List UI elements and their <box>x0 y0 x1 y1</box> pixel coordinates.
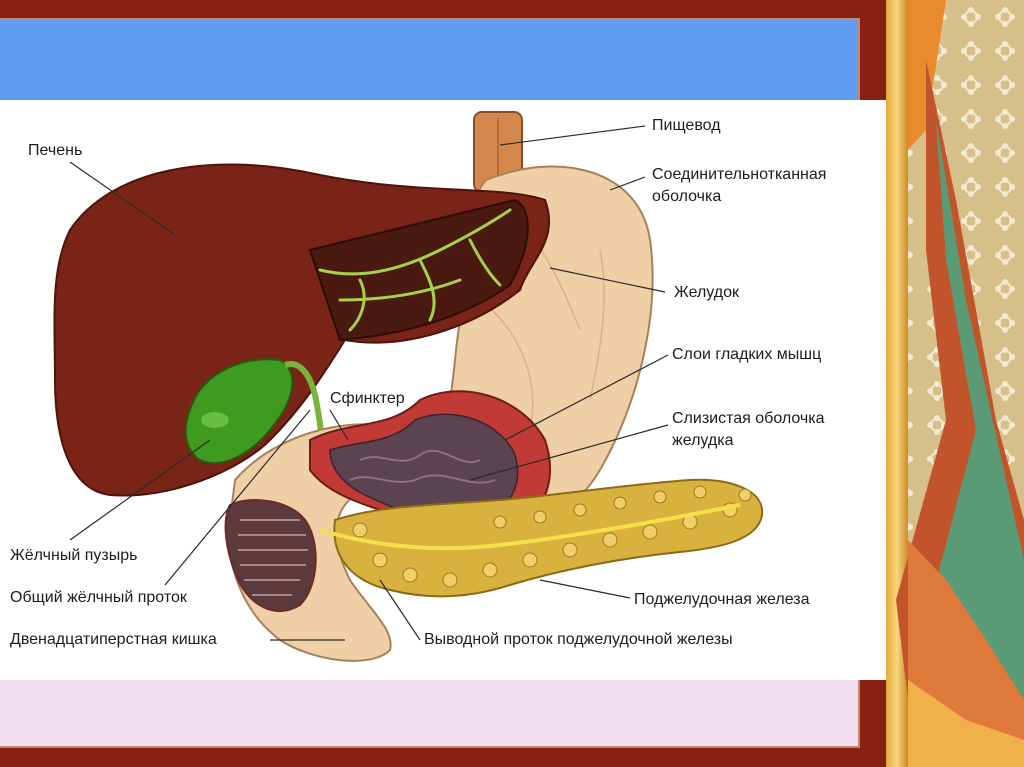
frame-line-bottom <box>0 746 860 748</box>
gallbladder-shape <box>184 358 294 465</box>
label-mucosa-1: Слизистая оболочка <box>672 410 825 427</box>
label-mucosa-2: желудка <box>672 432 734 449</box>
label-stomach: Желудок <box>674 284 739 301</box>
label-gallbladder: Жёлчный пузырь <box>10 547 138 564</box>
decorative-pattern <box>886 0 1024 767</box>
title-band <box>0 20 858 100</box>
footer-band <box>0 680 858 746</box>
label-pancreatic-duct: Выводной проток поджелудочной железы <box>424 631 733 648</box>
label-smooth-muscle: Слои гладких мышц <box>672 346 822 363</box>
leader-lines <box>69 125 669 641</box>
bile-ducts-shape <box>318 208 512 332</box>
label-sphincter: Сфинктер <box>330 390 405 407</box>
label-connective-tissue-1: Соединительнотканная <box>652 166 827 183</box>
label-duodenum: Двенадцатиперстная кишка <box>10 631 217 648</box>
label-pancreas: Поджелудочная железа <box>634 591 810 608</box>
duodenum-cut-section <box>224 499 317 612</box>
gastric-mucosa-shape <box>329 413 519 521</box>
frame-line-top <box>0 18 860 20</box>
label-esophagus: Пищевод <box>652 117 721 134</box>
label-liver: Печень <box>28 142 83 159</box>
label-common-bile-duct: Общий жёлчный проток <box>10 589 187 606</box>
decorative-side-panel <box>886 0 1024 767</box>
pancreatic-duct-shape <box>319 503 741 551</box>
label-connective-tissue-2: оболочка <box>652 188 722 205</box>
